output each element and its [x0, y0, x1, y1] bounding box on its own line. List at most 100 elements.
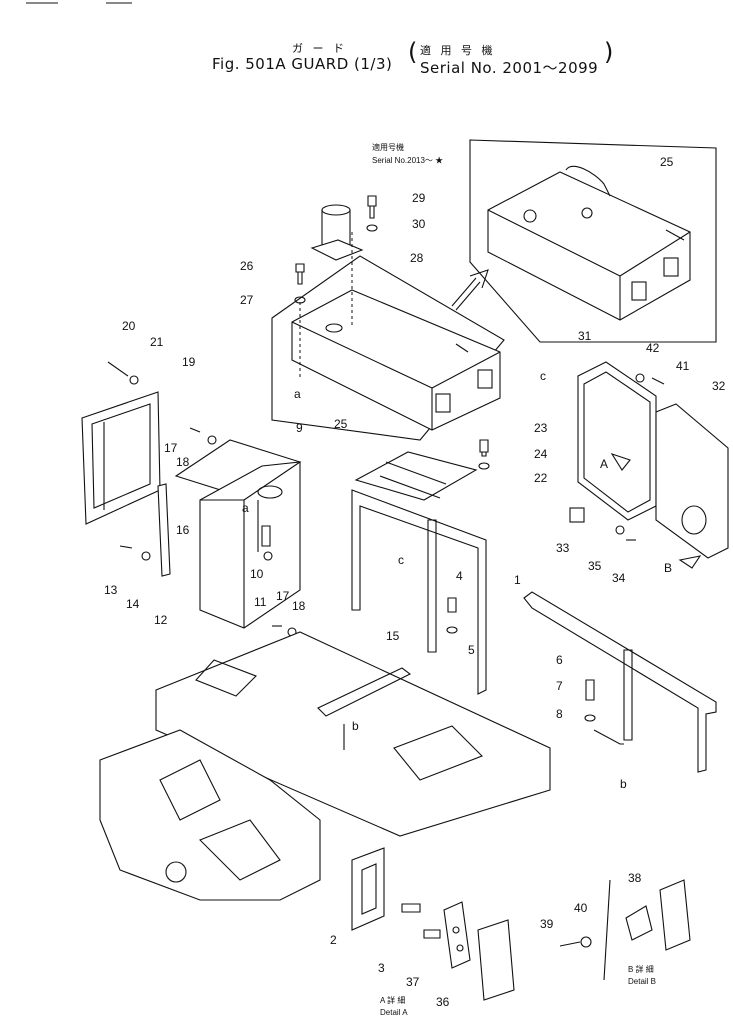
bolt-29 [367, 195, 377, 219]
inset-serial-2013-cover: 適用号機 Serial No.2013～ ★ [372, 139, 717, 343]
callout-13: 13 [104, 583, 118, 597]
ref-c-frame: c [398, 553, 404, 567]
callout-16: 16 [176, 523, 190, 537]
washer-24 [478, 462, 490, 470]
close-paren: ) [604, 38, 614, 66]
callout-layer: 1234567891011121314151617181920212223242… [104, 155, 726, 1009]
callout-33: 33 [556, 541, 570, 555]
frame-1 [351, 489, 487, 695]
callout-23: 23 [534, 421, 548, 435]
ref-b-frame6: b [620, 777, 627, 791]
ref-B-arrow: B [664, 561, 672, 575]
callout-18: 18 [292, 599, 306, 613]
post-12 [157, 483, 171, 577]
washer-35 [615, 525, 625, 535]
detail-A-label: Detail A [380, 1008, 408, 1017]
callout-34: 34 [612, 571, 626, 585]
callout-17: 17 [164, 441, 178, 455]
latch-33 [569, 507, 585, 523]
washer-5 [446, 626, 458, 634]
door-32 [655, 403, 729, 559]
figure-title: Fig. 501A GUARD (1/3) [212, 55, 393, 73]
washer-27 [294, 296, 306, 304]
callout-1: 1 [514, 573, 521, 587]
detail-A-japanese: A 詳 細 [380, 995, 405, 1005]
callout-28: 28 [410, 251, 424, 265]
bracket-22 [354, 451, 478, 501]
bolt-3 [401, 903, 421, 913]
callout-41: 41 [676, 359, 690, 373]
callout-6: 6 [556, 653, 563, 667]
detail-B-block [659, 879, 691, 951]
frame-6 [523, 591, 717, 773]
callout-25: 25 [334, 417, 348, 431]
callout-31: 31 [578, 329, 592, 343]
callout-19: 19 [182, 355, 196, 369]
inset-note-japanese: 適用号機 [372, 142, 404, 152]
callout-15: 15 [386, 629, 400, 643]
side-guard-box [174, 427, 302, 637]
detail-B-label: Detail B [628, 977, 656, 986]
chassis-deck [155, 631, 551, 837]
callout-27: 27 [240, 293, 254, 307]
panel-31 [577, 361, 657, 521]
arrow-B [678, 555, 702, 569]
inset-frame [469, 139, 717, 343]
box-9 [199, 461, 301, 629]
bolt-7 [585, 679, 595, 701]
open-paren: ( [408, 38, 418, 66]
bolt-26 [295, 263, 305, 285]
callout-17: 17 [276, 589, 290, 603]
washer-40 [580, 936, 592, 948]
ref-c-door: c [540, 369, 546, 383]
arrow-A [610, 452, 631, 471]
ref-b-base: b [352, 719, 359, 733]
cover-25 [291, 289, 501, 431]
title-japanese: ガ ー ド [292, 42, 347, 55]
callout-12: 12 [154, 613, 168, 627]
callout-25: 25 [660, 155, 674, 169]
callout-35: 35 [588, 559, 602, 573]
washer-30 [366, 224, 378, 232]
callout-30: 30 [412, 217, 426, 231]
callout-7: 7 [556, 679, 563, 693]
left-door-group [81, 361, 171, 577]
callout-32: 32 [712, 379, 726, 393]
washer-14 [141, 551, 151, 561]
callout-11: 11 [254, 595, 267, 609]
callout-18: 18 [176, 455, 190, 469]
washer-11 [263, 551, 273, 561]
callout-5: 5 [468, 643, 475, 657]
detail-A-group: A 詳 細 Detail A [351, 847, 515, 1017]
callout-8: 8 [556, 707, 563, 721]
ref-A-arrow: A [600, 457, 608, 471]
lower-frame [99, 729, 321, 901]
washer-18 [207, 435, 217, 445]
callout-10: 10 [250, 567, 264, 581]
hinge-38 [625, 905, 653, 941]
striker-36 [443, 901, 471, 969]
callout-2: 2 [330, 933, 337, 947]
bolt-41 [651, 377, 665, 385]
callout-36: 36 [436, 995, 450, 1009]
washer-21 [129, 375, 139, 385]
callout-3: 3 [378, 961, 385, 975]
cover-handle [565, 165, 611, 197]
rear-frame-6 [523, 591, 717, 773]
callout-4: 4 [456, 569, 463, 583]
callout-14: 14 [126, 597, 140, 611]
bolt-39 [559, 941, 581, 947]
callout-20: 20 [122, 319, 136, 333]
callout-9: 9 [296, 421, 303, 435]
callout-40: 40 [574, 901, 588, 915]
top-cover-group [271, 195, 505, 441]
bolt-37 [423, 929, 441, 939]
callout-38: 38 [628, 871, 642, 885]
callout-42: 42 [646, 341, 660, 355]
inset-note-serial: Serial No.2013～ ★ [372, 156, 443, 165]
latch-2 [351, 847, 385, 931]
bolt-17 [189, 427, 201, 433]
bolt-13 [119, 545, 133, 549]
inset-arrow [451, 269, 489, 307]
